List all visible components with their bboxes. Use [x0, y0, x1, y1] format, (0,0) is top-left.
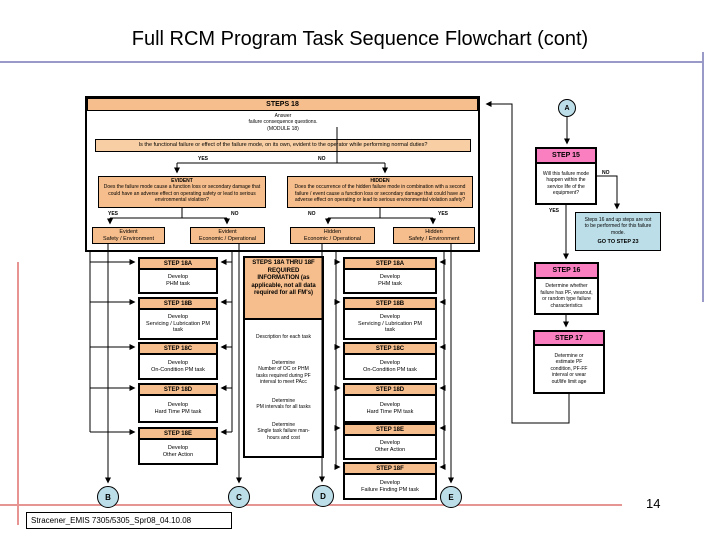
info-box: STEPS 18A THRU 18F REQUIRED INFORMATION … — [243, 256, 324, 458]
steps18-intro: Answer failure consequence questions. (M… — [248, 113, 318, 132]
step-17-header: STEP 17 — [535, 332, 603, 346]
left-vertical-rule — [17, 262, 19, 525]
step-18b-right: STEP 18B Develop Servicing / Lubrication… — [343, 297, 437, 340]
evident-title: EVIDENT — [171, 178, 193, 184]
label-yes-step15: YES — [549, 208, 560, 214]
step-18d-left: STEP 18D Develop Hard Time PM task — [138, 383, 218, 423]
label-no-question: NO — [318, 156, 326, 162]
connector-b: B — [97, 486, 119, 508]
label-no-step15: NO — [602, 170, 610, 176]
footer-credit: Stracener_EMIS 7305/5305_Spr08_04.10.08 — [26, 512, 232, 529]
step-18f-right-header: STEP 18F — [345, 464, 435, 475]
step-18a-right: STEP 18A Develop PHM task — [343, 257, 437, 294]
step-18c-right: STEP 18C Develop On-Condition PM task — [343, 342, 437, 380]
label-no-hidden: NO — [308, 211, 316, 217]
step-15-header: STEP 15 — [537, 149, 595, 164]
info-item-pm-intervals: Determine PM intervals for all tasks — [256, 398, 311, 411]
step-17-body: Determine or estimate PF condition, PF-F… — [550, 352, 588, 385]
page-number: 14 — [646, 496, 661, 511]
step-16-header: STEP 16 — [536, 264, 597, 279]
info-item-description: Description for each task — [255, 334, 312, 340]
title-underline — [0, 61, 704, 63]
steps18-header: STEPS 18 — [87, 98, 478, 111]
step-18b-left-header: STEP 18B — [140, 299, 216, 310]
step-18d-left-body: Develop Hard Time PM task — [154, 401, 202, 415]
connector-a: A — [558, 99, 576, 117]
connector-e: E — [440, 486, 462, 508]
outcome-hidden-economic: Hidden Economic / Operational — [290, 227, 375, 244]
step-17: STEP 17 Determine or estimate PF conditi… — [533, 330, 605, 394]
page-title: Full RCM Program Task Sequence Flowchart… — [131, 28, 589, 50]
label-yes-question: YES — [198, 156, 209, 162]
goto-step23-text: Steps 16 and up steps are not to be perf… — [584, 217, 652, 236]
step-15-body: Will this failure mode happen within the… — [542, 170, 590, 197]
step-15: STEP 15 Will this failure mode happen wi… — [535, 147, 597, 205]
step-18d-right: STEP 18D Develop Hard Time PM task — [343, 383, 437, 423]
steps18-container — [85, 96, 480, 252]
right-vertical-rule — [702, 52, 704, 302]
step-18a-left-header: STEP 18A — [140, 259, 216, 270]
evident-box: EVIDENT Does the failure mode cause a fu… — [98, 176, 266, 208]
step-18f-right: STEP 18F Develop Failure Finding PM task — [343, 462, 437, 500]
step-18b-left: STEP 18B Develop Servicing / Lubrication… — [138, 297, 218, 340]
outcome-hidden-safety: Hidden Safety / Environment — [393, 227, 475, 244]
goto-step23-action: GO TO STEP 23 — [597, 238, 639, 245]
step-18b-right-body: Develop Servicing / Lubrication PM task — [358, 314, 422, 334]
step-18a-right-body: Develop PHM task — [378, 274, 402, 287]
step-18e-left: STEP 18E Develop Other Action — [138, 427, 218, 465]
hidden-text: Does the occurrence of the hidden failur… — [294, 184, 466, 203]
step-18a-right-header: STEP 18A — [345, 259, 435, 270]
connector-c: C — [228, 486, 250, 508]
info-item-manhours: Determine Single task failure man- hours… — [257, 422, 310, 441]
footer-rule — [0, 504, 622, 506]
step-18c-right-body: Develop On-Condition PM task — [363, 359, 417, 373]
step-18b-left-body: Develop Servicing / Lubrication PM task — [146, 314, 210, 334]
hidden-box: HIDDEN Does the occurrence of the hidden… — [287, 176, 473, 208]
step-18a-left: STEP 18A Develop PHM task — [138, 257, 218, 294]
step-18c-left: STEP 18C Develop On-Condition PM task — [138, 342, 218, 380]
info-item-oc-phm: Determine Number of OC or PHM tasks requ… — [256, 360, 311, 385]
step-18d-right-body: Develop Hard Time PM task — [366, 401, 414, 415]
step-18f-right-body: Develop Failure Finding PM task — [361, 479, 419, 493]
connector-d: D — [312, 485, 334, 507]
step-16-body: Determine whether failure has PF, wearou… — [540, 283, 593, 309]
step-18a-left-body: Develop PHM task — [166, 274, 190, 287]
step-18d-right-header: STEP 18D — [345, 385, 435, 396]
step-18d-left-header: STEP 18D — [140, 385, 216, 396]
step-18c-left-body: Develop On-Condition PM task — [151, 359, 205, 373]
step-16: STEP 16 Determine whether failure has PF… — [534, 262, 599, 315]
goto-step23-box: Steps 16 and up steps are not to be perf… — [575, 212, 661, 251]
label-no-evident: NO — [231, 211, 239, 217]
outcome-evident-economic: Evident Economic / Operational — [190, 227, 265, 244]
step-18e-left-header: STEP 18E — [140, 429, 216, 440]
info-box-header: STEPS 18A THRU 18F REQUIRED INFORMATION … — [245, 258, 322, 320]
step-18c-left-header: STEP 18C — [140, 344, 216, 355]
steps18-question: Is the functional failure or effect of t… — [95, 139, 471, 152]
step-18b-right-header: STEP 18B — [345, 299, 435, 310]
step-18e-right-body: Develop Other Action — [374, 440, 406, 453]
hidden-title: HIDDEN — [370, 178, 390, 184]
step-18e-right: STEP 18E Develop Other Action — [343, 423, 437, 460]
step-18e-right-header: STEP 18E — [345, 425, 435, 436]
step-18c-right-header: STEP 18C — [345, 344, 435, 355]
outcome-evident-safety: Evident Safety / Environment — [92, 227, 165, 244]
label-yes-hidden: YES — [438, 211, 449, 217]
step-18e-left-body: Develop Other Action — [162, 444, 194, 458]
evident-text: Does the failure mode cause a function l… — [103, 184, 261, 203]
label-yes-evident: YES — [108, 211, 119, 217]
